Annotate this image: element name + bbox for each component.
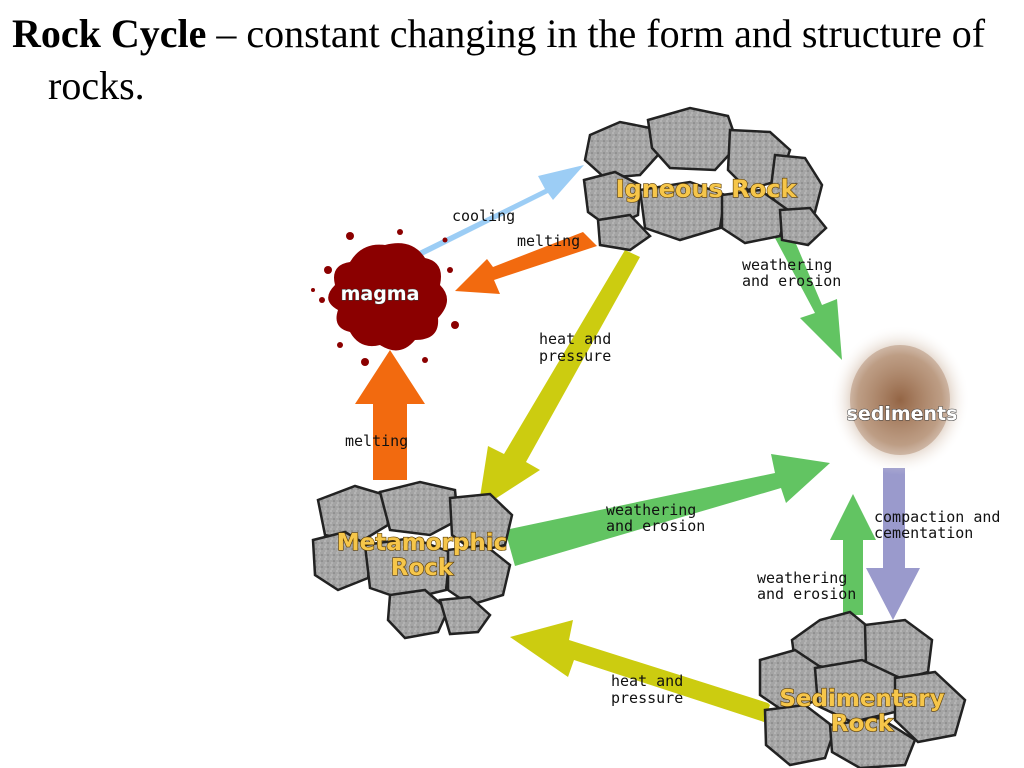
weathering-arrow-sedimentary-to-sediments [830, 494, 876, 615]
sedimentary-rock-node [758, 610, 967, 768]
meta-weathering-label-2: and erosion [606, 517, 705, 535]
cooling-arrow [409, 165, 584, 263]
melting-arrow-metamorphic-to-magma [355, 350, 425, 480]
magma-node [311, 229, 459, 366]
igneous-rock-node [582, 106, 828, 252]
sedimentary-rock-label-line2: Rock [831, 711, 894, 737]
magma-label: magma [341, 283, 420, 305]
igneous-weathering-label-1: weathering [742, 256, 832, 274]
igneous-heat-label-1: heat and [539, 330, 611, 348]
sediments-label: sediments [847, 403, 958, 425]
heat-pressure-arrow-sedimentary-to-metamorphic [510, 620, 770, 722]
metamorphic-rock-label-line2: Rock [391, 555, 454, 581]
igneous-weathering-label-2: and erosion [742, 272, 841, 290]
sedimentary-rock-label-line1: Sedimentary [779, 686, 944, 712]
melting-label-left: melting [345, 432, 408, 450]
title-definition: – constant changing in the form and stru… [48, 11, 986, 108]
weathering-arrow-igneous-to-sediments [775, 232, 842, 360]
igneous-rock-label: Igneous Rock [616, 175, 798, 203]
weathering-arrow-metamorphic-to-sediments [505, 454, 830, 566]
sed-weathering-label-2: and erosion [757, 585, 856, 603]
sediments-node [830, 325, 970, 475]
heat-pressure-arrow-igneous-to-metamorphic [478, 250, 640, 510]
title-term: Rock Cycle [12, 11, 207, 56]
page-title: Rock Cycle – constant changing in the fo… [12, 8, 1024, 112]
sed-heat-label-2: pressure [611, 689, 683, 707]
cooling-label: cooling [452, 207, 515, 225]
igneous-heat-label-2: pressure [539, 347, 611, 365]
sed-heat-label-1: heat and [611, 672, 683, 690]
melting-label-top: melting [517, 232, 580, 250]
metamorphic-rock-label-line1: Metamorphic [337, 530, 507, 556]
meta-weathering-label-1: weathering [606, 501, 696, 519]
sed-weathering-label-1: weathering [757, 569, 847, 587]
compaction-label-2: cementation [874, 524, 973, 542]
compaction-label-1: compaction and [874, 508, 1000, 526]
metamorphic-rock-node [311, 480, 514, 640]
melting-arrow-igneous-to-magma [455, 232, 597, 294]
compaction-arrow [866, 468, 920, 620]
